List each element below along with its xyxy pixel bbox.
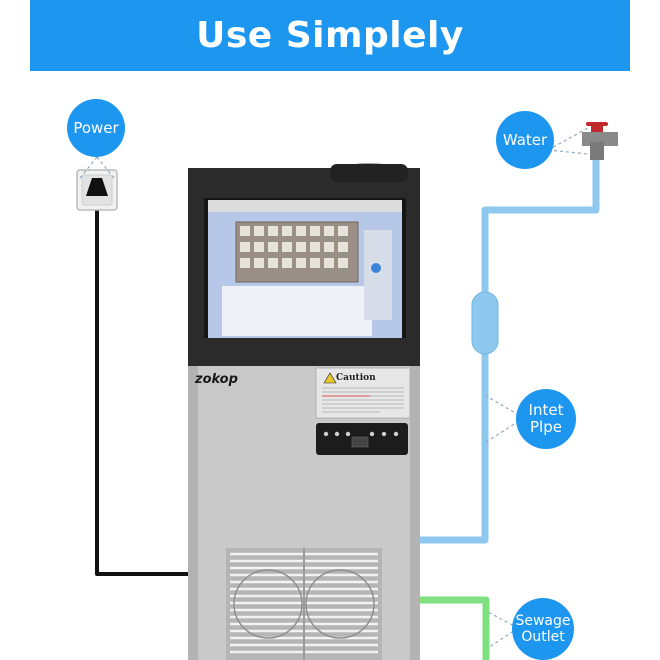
display-panel bbox=[351, 436, 369, 448]
sewage-label-line2: Outlet bbox=[521, 629, 565, 645]
sewage-pipe bbox=[418, 596, 490, 660]
inlet-pipe-label: Intet Plpe bbox=[516, 389, 576, 449]
brand-logo: zokop bbox=[195, 372, 238, 387]
banner-title: Use Simplely bbox=[196, 15, 464, 56]
water-pipe bbox=[418, 150, 600, 544]
power-label-text: Power bbox=[73, 118, 119, 137]
power-label: Power bbox=[67, 99, 125, 157]
water-label-text: Water bbox=[502, 130, 548, 149]
plug-icon bbox=[86, 178, 108, 196]
water-label: Water bbox=[496, 111, 554, 169]
sewage-outlet-label: Sewage Outlet bbox=[512, 598, 574, 660]
water-tap-icon bbox=[582, 122, 618, 160]
inlet-label-line2: Plpe bbox=[530, 418, 562, 436]
header-banner: Use Simplely bbox=[30, 0, 630, 71]
power-cord bbox=[95, 200, 188, 576]
water-filter bbox=[471, 291, 499, 355]
inlet-label-line1: Intet bbox=[528, 401, 564, 419]
sewage-label-line1: Sewage bbox=[515, 613, 571, 629]
caution-title: Caution bbox=[336, 373, 376, 383]
